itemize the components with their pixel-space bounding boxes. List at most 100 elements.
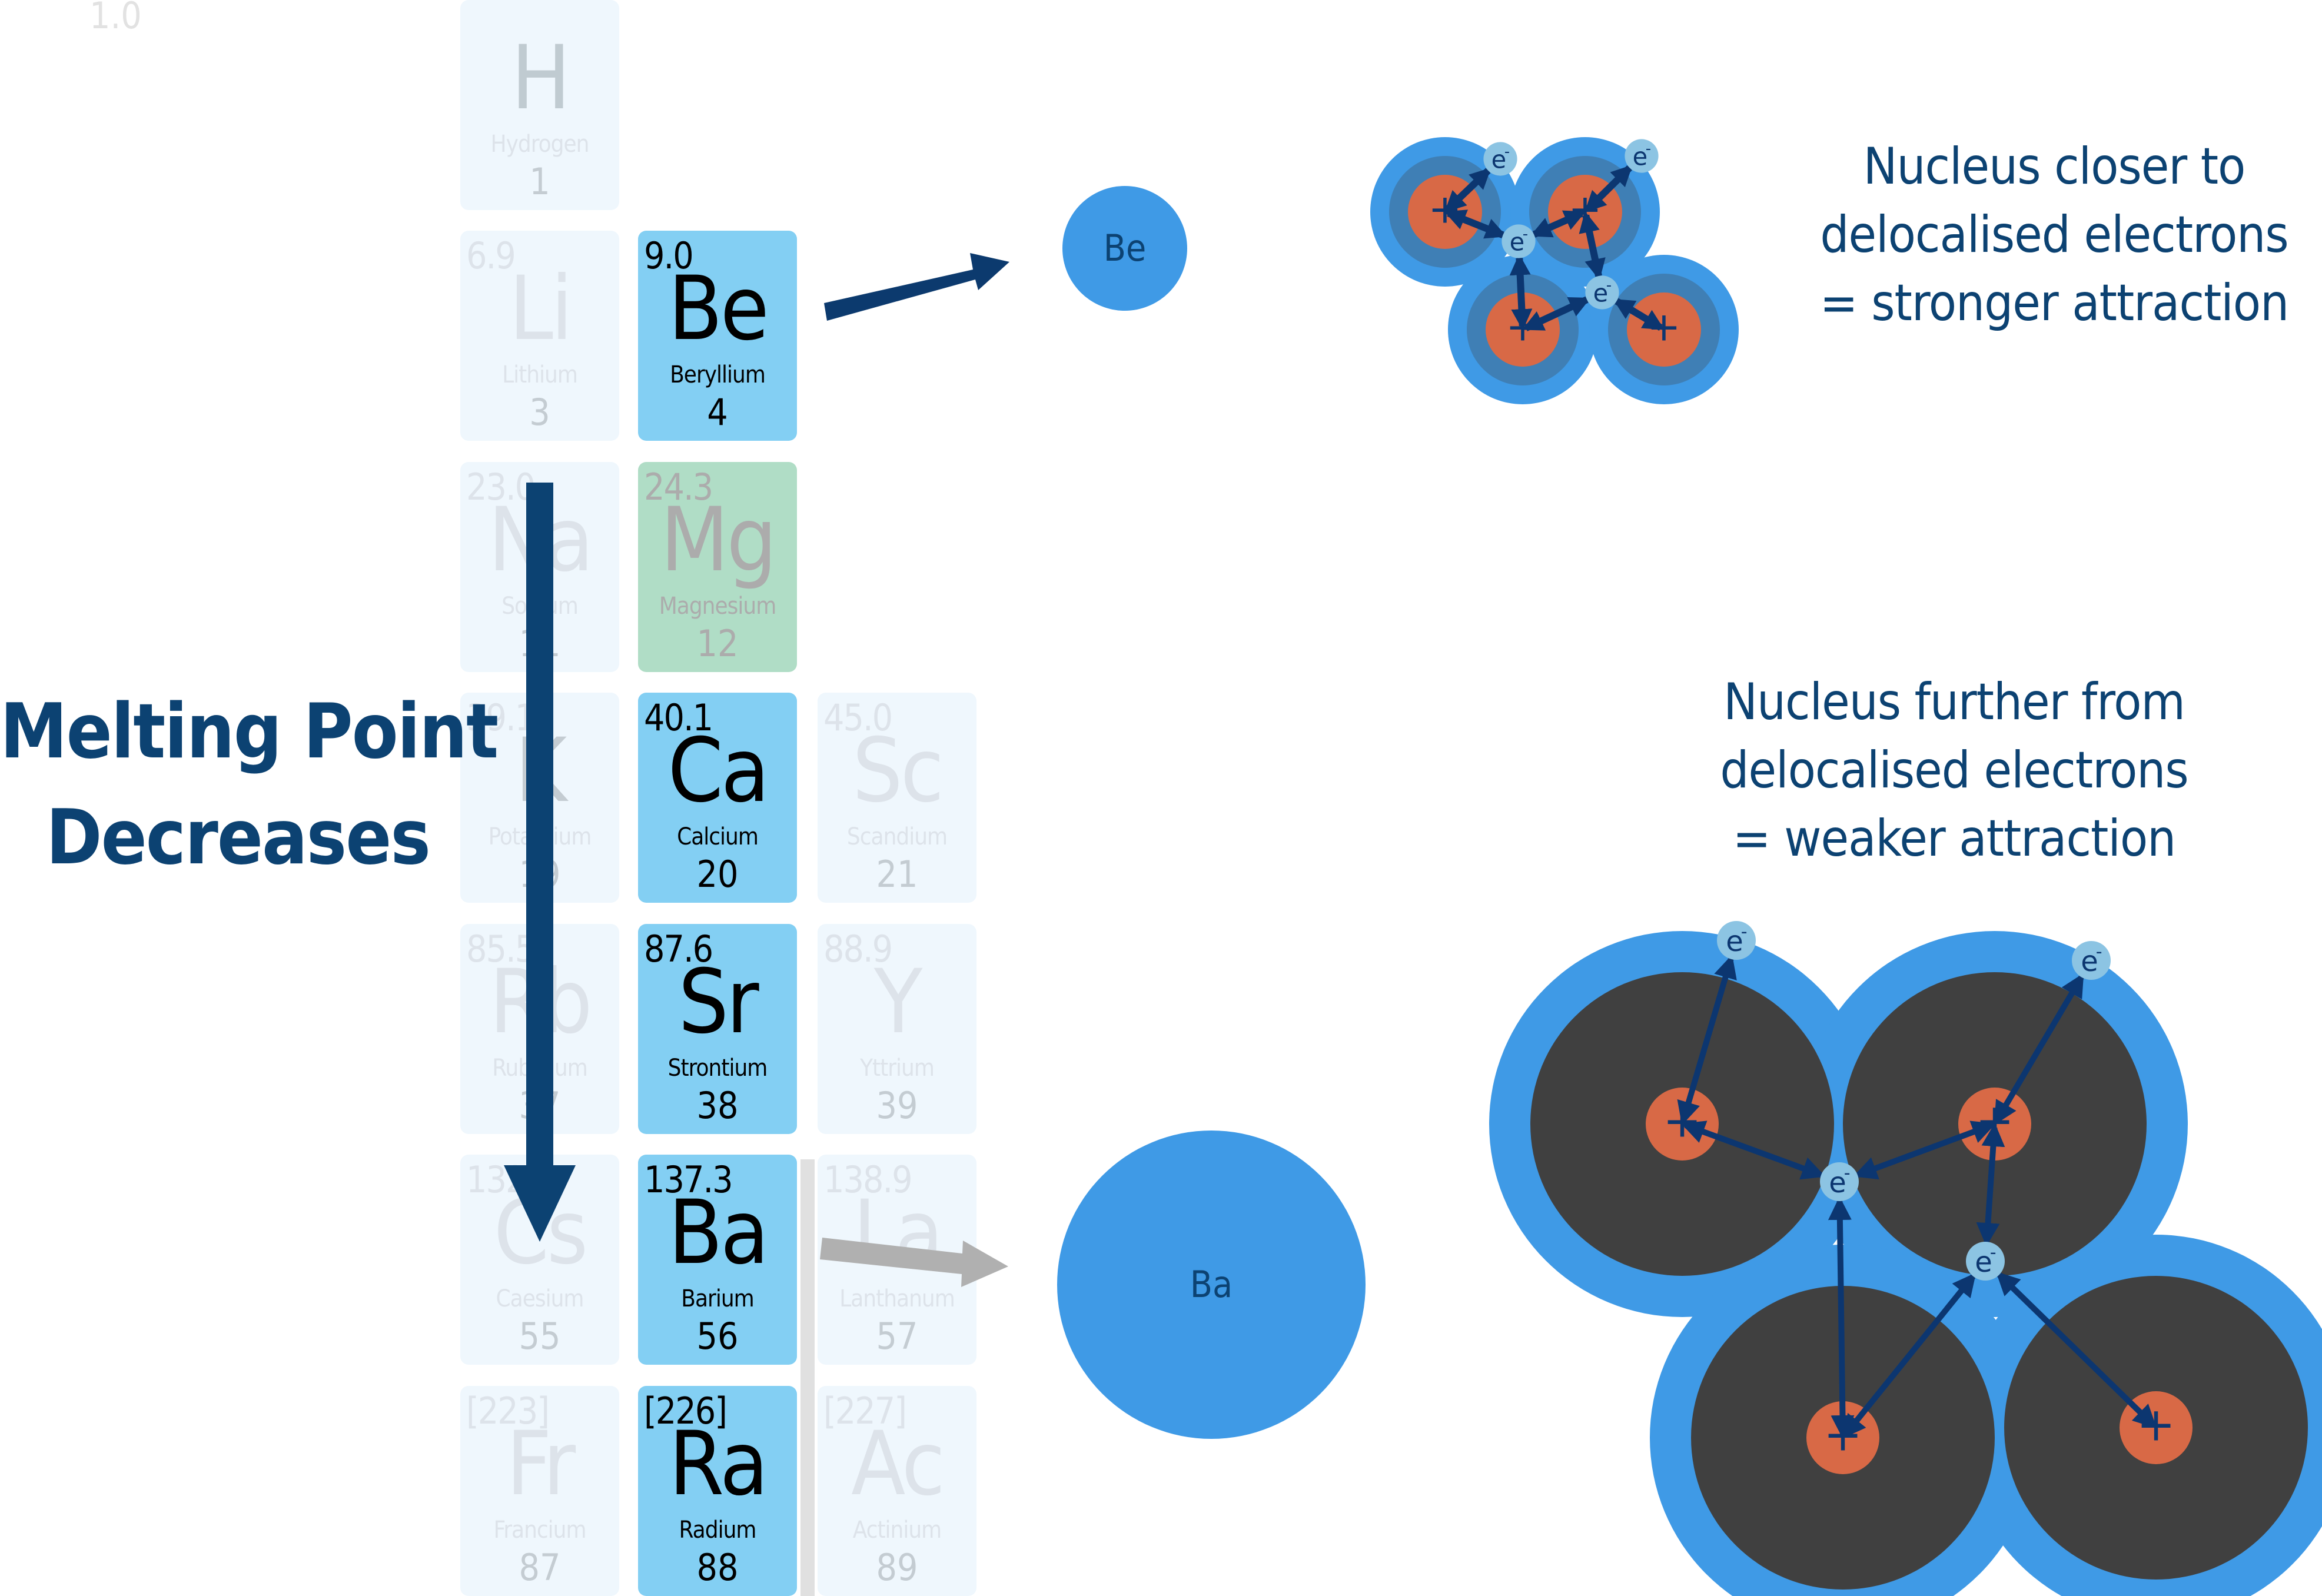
electron-label: e bbox=[1726, 925, 1743, 958]
atomic-number: 57 bbox=[876, 1315, 918, 1358]
atomic-mass: 87.6 bbox=[644, 927, 713, 970]
atomic-number: 21 bbox=[876, 853, 918, 896]
attraction-arrow bbox=[1681, 1120, 1826, 1180]
atomic-number: 12 bbox=[696, 622, 739, 665]
electron-charge: - bbox=[1606, 277, 1612, 294]
attraction-arrow bbox=[1579, 211, 1606, 281]
caption-bottom-line1: Nucleus further from bbox=[1723, 673, 2185, 732]
atomic-mass: 9.0 bbox=[644, 234, 694, 277]
element-cell-francium[interactable]: [223] Fr Francium 87 bbox=[460, 1386, 619, 1596]
large-atom-lattice: ++++e-e-e-e- bbox=[1489, 921, 2322, 1596]
electron-charge: - bbox=[1741, 922, 1748, 942]
be-atom-label: Be bbox=[1103, 227, 1147, 270]
atomic-number: 87 bbox=[519, 1546, 561, 1589]
hydrogen-mass: 1.0 bbox=[89, 0, 142, 37]
element-cell-calcium[interactable]: 40.1 Ca Calcium 20 bbox=[638, 693, 797, 903]
atomic-mass: 138.9 bbox=[823, 1158, 913, 1201]
caption-bottom-line3: = weaker attraction bbox=[1732, 809, 2176, 868]
element-cell-actinium[interactable]: [227] Ac Actinium 89 bbox=[818, 1386, 976, 1596]
atomic-mass: 137.3 bbox=[644, 1158, 733, 1201]
atomic-number: 3 bbox=[529, 391, 550, 434]
element-cell-scandium[interactable]: 45.0 Sc Scandium 21 bbox=[818, 693, 976, 903]
attraction-arrow bbox=[1853, 1120, 1996, 1180]
element-symbol: Sc bbox=[852, 720, 944, 822]
element-symbol: Li bbox=[509, 258, 573, 360]
electron-label: e bbox=[1633, 142, 1648, 171]
trend-arrow-down bbox=[504, 483, 576, 1242]
element-name: Hydrogen bbox=[490, 131, 590, 158]
element-cell-lithium[interactable]: 6.9 Li Lithium 3 bbox=[460, 231, 619, 441]
electron-label: e bbox=[1491, 145, 1507, 174]
element-cell-beryllium[interactable]: 9.0 Be Beryllium 4 bbox=[638, 231, 797, 441]
attraction-arrow bbox=[1444, 167, 1491, 212]
caption-bottom-line2: delocalised electrons bbox=[1720, 741, 2188, 800]
element-name: Yttrium bbox=[860, 1055, 935, 1082]
atomic-number: 20 bbox=[696, 853, 739, 896]
element-symbol: Mg bbox=[660, 489, 777, 591]
ba-atom-label: Ba bbox=[1190, 1263, 1233, 1306]
block-divider bbox=[800, 1159, 815, 1596]
atomic-number: 1 bbox=[529, 160, 550, 203]
electron bbox=[1625, 139, 1659, 173]
small-atom-lattice: ++++e-e-e-e- bbox=[1370, 137, 1739, 404]
element-symbol: Ra bbox=[669, 1413, 768, 1515]
atomic-number: 39 bbox=[876, 1084, 918, 1127]
electron bbox=[1483, 142, 1517, 176]
nucleus-plus-icon: + bbox=[1429, 186, 1462, 232]
attraction-arrow bbox=[1509, 254, 1533, 331]
atomic-number: 4 bbox=[707, 391, 728, 434]
electron bbox=[1585, 275, 1619, 310]
trend-label-line2: Decreases bbox=[46, 794, 431, 882]
element-cell-hydrogen[interactable]: H Hydrogen 1 bbox=[460, 0, 619, 210]
atomic-mass: [226] bbox=[644, 1389, 728, 1432]
element-cell-strontium[interactable]: 87.6 Sr Strontium 38 bbox=[638, 924, 797, 1134]
attraction-arrow bbox=[1522, 296, 1591, 331]
atomic-mass: 45.0 bbox=[823, 696, 893, 739]
atomic-mass: [223] bbox=[466, 1389, 550, 1432]
attraction-arrow bbox=[1530, 210, 1586, 238]
element-name: Strontium bbox=[667, 1055, 768, 1082]
electron bbox=[1966, 1242, 2005, 1281]
element-symbol: Y bbox=[873, 951, 922, 1053]
be-atom bbox=[1062, 186, 1187, 311]
element-name: Francium bbox=[493, 1517, 586, 1544]
atomic-number: 38 bbox=[696, 1084, 739, 1127]
electron-charge: - bbox=[1504, 143, 1510, 161]
attraction-arrow bbox=[1994, 973, 2084, 1125]
atomic-mass: 85.5 bbox=[466, 927, 536, 970]
electron-label: e bbox=[2081, 945, 2098, 978]
element-cell-yttrium[interactable]: 88.9 Y Yttrium 39 bbox=[818, 924, 976, 1134]
electron-charge: - bbox=[1990, 1242, 1997, 1263]
element-name: Radium bbox=[679, 1517, 757, 1544]
electron bbox=[1502, 224, 1536, 258]
ba-pointer-arrow bbox=[820, 1238, 1008, 1287]
atomic-mass: 6.9 bbox=[466, 234, 516, 277]
atomic-mass: [227] bbox=[823, 1389, 907, 1432]
caption-top-line3: = stronger attraction bbox=[1819, 274, 2289, 332]
element-symbol: Fr bbox=[506, 1413, 576, 1515]
attraction-arrow bbox=[1584, 165, 1633, 212]
element-name: Calcium bbox=[677, 823, 759, 850]
nucleus-plus-icon: + bbox=[1663, 1095, 1701, 1148]
element-name: Beryllium bbox=[670, 361, 766, 388]
nucleus-plus-icon: + bbox=[1647, 304, 1681, 350]
element-symbol: Sr bbox=[678, 951, 759, 1053]
be-pointer-arrow bbox=[824, 253, 1009, 321]
element-name: Scandium bbox=[846, 823, 948, 850]
attraction-arrow bbox=[1976, 1123, 2005, 1247]
atomic-number: 88 bbox=[696, 1546, 739, 1589]
attraction-arrow bbox=[1842, 1272, 1976, 1439]
electron-charge: - bbox=[2096, 942, 2102, 962]
caption-top: Nucleus closer to delocalised electrons … bbox=[1789, 132, 2319, 337]
element-name: Lithium bbox=[502, 361, 578, 388]
electron-label: e bbox=[1829, 1166, 1846, 1199]
electron-charge: - bbox=[1646, 140, 1651, 158]
atomic-number: 56 bbox=[696, 1315, 739, 1358]
element-cell-radium[interactable]: [226] Ra Radium 88 bbox=[638, 1386, 797, 1596]
attraction-arrow bbox=[1828, 1196, 1855, 1439]
electron bbox=[1820, 1162, 1859, 1201]
attraction-arrow bbox=[1677, 954, 1737, 1125]
element-cell-magnesium[interactable]: 24.3 Mg Magnesium 12 bbox=[638, 462, 797, 672]
element-symbol: Ba bbox=[668, 1182, 769, 1284]
element-cell-barium[interactable]: 137.3 Ba Barium 56 bbox=[638, 1155, 797, 1365]
